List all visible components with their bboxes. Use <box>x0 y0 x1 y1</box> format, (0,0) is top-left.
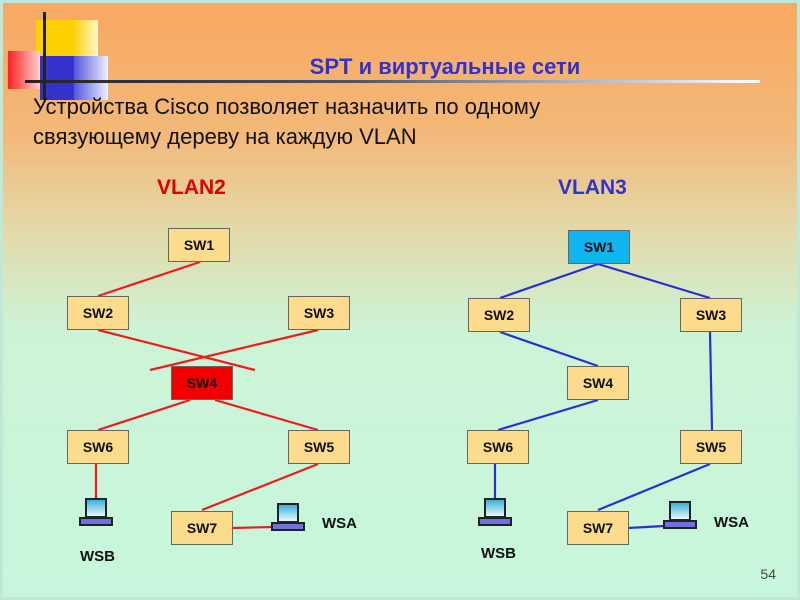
link-v3-sw4-sw6 <box>497 398 599 432</box>
link-v3-sw5-sw7 <box>597 462 711 512</box>
deco-blue-square-2 <box>60 56 74 100</box>
link-v2-sw5-sw7 <box>201 462 319 512</box>
link-v3-sw3-sw5 <box>708 331 714 431</box>
vlan3-wsb-label: WSB <box>481 545 516 562</box>
subtitle-line-2: связующему дереву на каждую VLAN <box>33 124 417 149</box>
link-v3-sw1-sw3 <box>597 262 711 300</box>
link-v3-sw7-wsa <box>627 524 665 530</box>
vlan2-sw3[interactable]: SW3 <box>288 296 350 330</box>
slide-subtitle: Устройства Cisco позволяет назначить по … <box>33 92 540 152</box>
vlan2-sw1[interactable]: SW1 <box>168 228 230 262</box>
title-rule <box>25 80 760 83</box>
vlan3-wsa-computer-icon <box>663 501 697 531</box>
vlan3-wsa-label: WSA <box>714 514 749 531</box>
link-v2-sw4-sw5 <box>214 398 319 432</box>
slide-title: SPT и виртуальные сети <box>309 54 581 79</box>
subtitle-line-1: Устройства Cisco позволяет назначить по … <box>33 94 541 119</box>
vlan3-sw1-root[interactable]: SW1 <box>568 230 630 264</box>
vlan2-sw2[interactable]: SW2 <box>67 296 129 330</box>
vlan2-wsb-computer-icon <box>79 498 113 528</box>
vlan2-wsa-computer-icon <box>271 503 305 533</box>
vlan2-sw6[interactable]: SW6 <box>67 430 129 464</box>
deco-blue-fade <box>74 56 108 100</box>
link-v2-sw7-wsa <box>231 525 273 530</box>
vlan3-label: VLAN3 <box>558 176 627 199</box>
vlan2-sw4-root[interactable]: SW4 <box>171 366 233 400</box>
vlan3-sw6[interactable]: SW6 <box>467 430 529 464</box>
link-v2-sw1-sw2 <box>97 260 201 298</box>
vlan3-sw3[interactable]: SW3 <box>680 298 742 332</box>
vlan3-sw2[interactable]: SW2 <box>468 298 530 332</box>
vlan2-wsa-label: WSA <box>322 515 357 532</box>
vlan2-label: VLAN2 <box>157 176 226 199</box>
vlan2-sw7[interactable]: SW7 <box>171 511 233 545</box>
vlan2-sw5[interactable]: SW5 <box>288 430 350 464</box>
vlan3-sw7[interactable]: SW7 <box>567 511 629 545</box>
link-v3-sw2-sw4 <box>499 330 599 368</box>
deco-vertical-line <box>43 12 46 100</box>
vlan3-sw4[interactable]: SW4 <box>567 366 629 400</box>
link-v2-sw3-sw4 <box>149 328 319 372</box>
link-v3-sw1-sw2 <box>499 262 599 300</box>
page-number: 54 <box>760 566 776 582</box>
vlan3-sw5[interactable]: SW5 <box>680 430 742 464</box>
vlan3-wsb-computer-icon <box>478 498 512 528</box>
link-v2-sw4-sw6 <box>97 398 191 432</box>
vlan2-wsb-label: WSB <box>80 548 115 565</box>
link-v2-sw2-sw4 <box>97 328 256 372</box>
